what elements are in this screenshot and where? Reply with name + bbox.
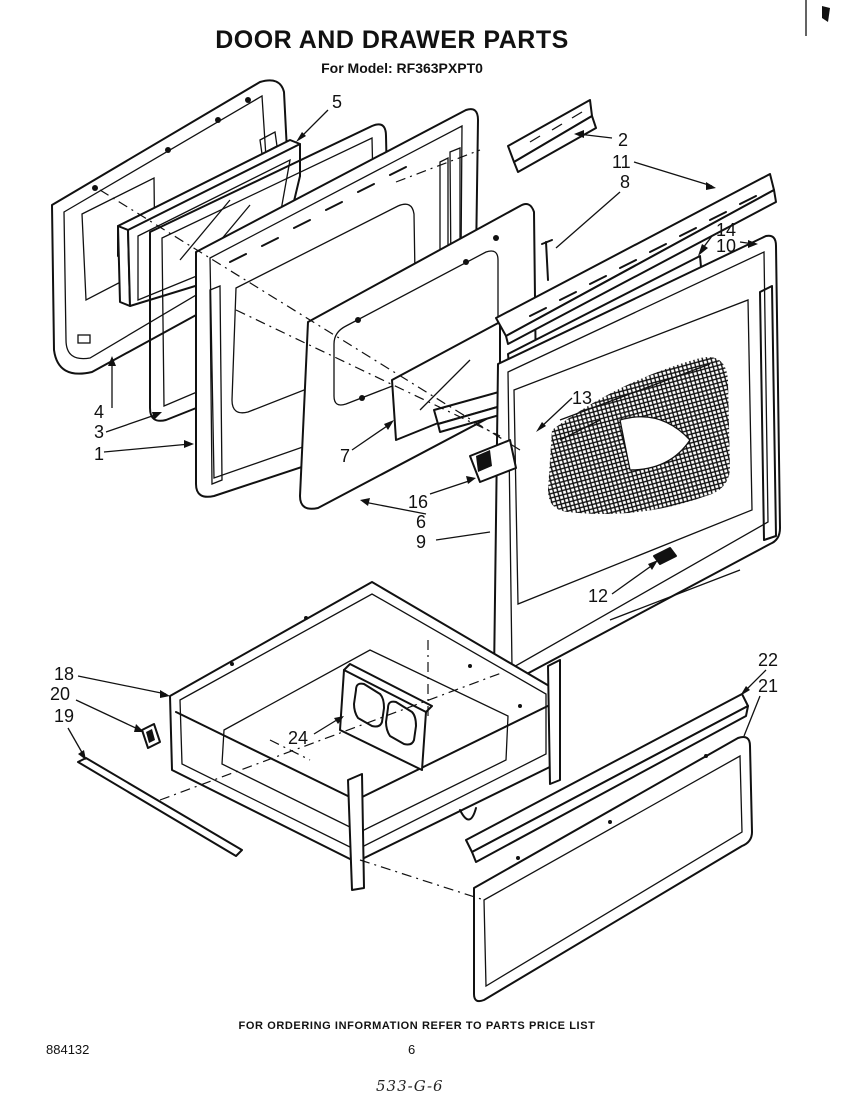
callout-labels: 5 2 11 8 14 10 13 4 3 1 7 16 6 9 12 22 2… bbox=[50, 92, 778, 748]
callout-6: 6 bbox=[416, 512, 426, 532]
part-9-outer-door-glass bbox=[493, 234, 781, 686]
callout-10: 10 bbox=[716, 236, 736, 256]
part-16-hinge bbox=[469, 439, 517, 483]
callout-16: 16 bbox=[408, 492, 428, 512]
corner-mark bbox=[805, 0, 830, 36]
callout-14: 14 bbox=[716, 220, 736, 240]
callout-21: 21 bbox=[758, 676, 778, 696]
handwritten-code: 533-G-6 bbox=[376, 1077, 444, 1095]
part-8-clip bbox=[541, 239, 553, 281]
part-24-drawer-baffle bbox=[339, 663, 433, 771]
callout-3: 3 bbox=[94, 422, 104, 442]
page-number: 6 bbox=[408, 1042, 416, 1057]
part-21-drawer-front bbox=[473, 736, 753, 1003]
part-22-drawer-trim bbox=[465, 693, 749, 863]
part-11-top-trim bbox=[495, 173, 777, 345]
callout-2: 2 bbox=[618, 130, 628, 150]
assembly-lines bbox=[99, 149, 521, 901]
callout-8: 8 bbox=[620, 172, 630, 192]
document-number: 884132 bbox=[46, 1042, 90, 1057]
callout-20: 20 bbox=[50, 684, 70, 704]
callout-19: 19 bbox=[54, 706, 74, 726]
callout-13: 13 bbox=[572, 388, 592, 408]
callout-22: 22 bbox=[758, 650, 778, 670]
part-19-drawer-rod bbox=[77, 757, 243, 857]
page-title: DOOR AND DRAWER PARTS bbox=[215, 26, 569, 54]
part-20-drawer-stop bbox=[141, 723, 161, 749]
callout-5: 5 bbox=[332, 92, 342, 112]
part-2-vent-channel bbox=[507, 99, 597, 173]
model-subtitle: For Model: RF363PXPT0 bbox=[321, 60, 483, 76]
callout-1: 1 bbox=[94, 444, 104, 464]
leader-lines bbox=[67, 109, 767, 760]
callout-7: 7 bbox=[340, 446, 350, 466]
callout-4: 4 bbox=[94, 402, 104, 422]
callout-24: 24 bbox=[288, 728, 308, 748]
ordering-note: FOR ORDERING INFORMATION REFER TO PARTS … bbox=[238, 1020, 596, 1032]
callout-12: 12 bbox=[588, 586, 608, 606]
callout-11: 11 bbox=[612, 152, 631, 172]
callout-9: 9 bbox=[416, 532, 426, 552]
callout-18: 18 bbox=[54, 664, 74, 684]
